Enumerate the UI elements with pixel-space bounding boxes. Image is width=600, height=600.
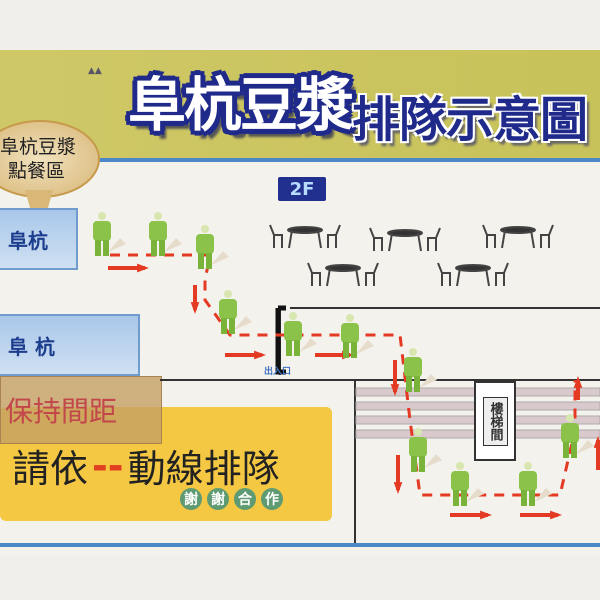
red-dash-arrow-icon: -- (92, 443, 124, 488)
person-figure-icon (404, 348, 437, 392)
direction-arrows (108, 263, 600, 520)
table-with-chairs (437, 262, 509, 287)
instruction-before: 請依 (12, 447, 89, 491)
header-band (0, 50, 600, 160)
stairwell-box: 樓梯間 (474, 381, 516, 461)
arrow-icon (520, 510, 562, 520)
order-area-label: 阜杭豆漿 點餐區 (0, 135, 76, 183)
walls (160, 307, 600, 545)
title-brand: 阜杭豆漿 (128, 71, 354, 139)
person-figure-icon (93, 212, 126, 256)
queue-route (110, 253, 577, 497)
divider (0, 158, 600, 162)
logo-mark: ▲▲ (88, 66, 102, 76)
table-with-chairs (369, 227, 441, 252)
divider-bottom (0, 543, 600, 547)
arrow-icon (593, 436, 600, 470)
shop-box-2: 阜 杭 (0, 314, 140, 376)
arrow-icon (450, 510, 492, 520)
person-figure-icon (341, 314, 374, 358)
person-figure-icon (409, 428, 442, 472)
people (93, 212, 594, 506)
arrow-icon (190, 285, 200, 314)
table-with-chairs (307, 262, 379, 287)
thanks-char: 謝 (207, 488, 229, 510)
stairwell-label: 樓梯間 (482, 396, 508, 446)
shop-label: 阜 杭 (8, 334, 55, 359)
table-with-chairs (482, 224, 554, 249)
arrow-icon (390, 360, 400, 396)
bubble-line-2: 點餐區 (8, 160, 66, 182)
arrow-icon (108, 263, 149, 273)
instruction-after: 動線排隊 (127, 447, 280, 491)
arrow-icon (225, 350, 266, 360)
person-figure-icon (519, 462, 552, 506)
shop-label: 阜杭 (8, 228, 48, 253)
entrance-label: 出入口 (264, 367, 292, 377)
person-figure-icon (196, 225, 229, 269)
table-with-chairs (269, 224, 341, 249)
thanks-badges: 謝 謝 合 作 (180, 488, 283, 510)
person-figure-icon (219, 290, 252, 334)
thanks-char: 謝 (180, 488, 202, 510)
person-figure-icon (561, 414, 594, 458)
title-subtitle: 排隊示意圖 (352, 92, 588, 148)
entrance-door (275, 305, 286, 375)
tape-note: 保持間距 (0, 376, 162, 444)
person-figure-icon (149, 212, 182, 256)
arrow-icon (393, 455, 403, 494)
thanks-char: 合 (234, 488, 256, 510)
instruction-text: 請依 -- 動線排隊 (12, 438, 280, 493)
thanks-char: 作 (261, 488, 283, 510)
shop-box-1: 阜杭 (0, 208, 78, 270)
person-figure-icon (451, 462, 484, 506)
person-figure-icon (284, 312, 317, 356)
tables (269, 224, 554, 287)
arrow-icon (573, 376, 583, 400)
bubble-line-1: 阜杭豆漿 (0, 136, 77, 158)
floor-badge: 2F (278, 177, 326, 201)
